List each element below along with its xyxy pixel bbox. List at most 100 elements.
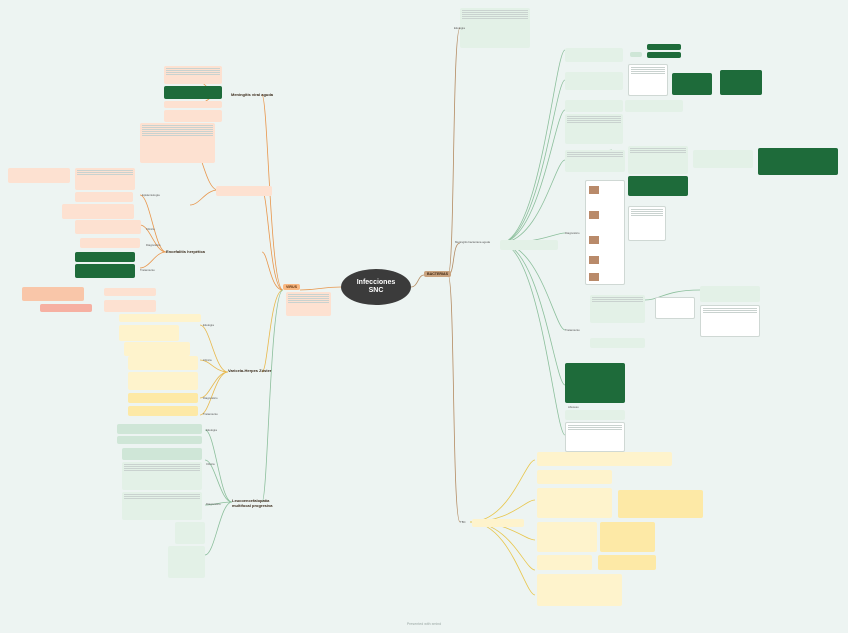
herpes-dx-note (75, 220, 141, 234)
mba-table-2 (672, 73, 712, 95)
tbc-note-8 (598, 555, 656, 570)
herpes-extra-note (104, 288, 156, 296)
mba-tag-3 (647, 52, 681, 58)
tbc-note-9 (537, 574, 622, 606)
mba-note-1 (565, 48, 623, 62)
lmp-note-1 (117, 424, 202, 434)
tbc-note-4 (618, 490, 703, 518)
branch-bacterias[interactable]: BACTERIAS (424, 271, 451, 277)
branch-virus[interactable]: VIRUS (283, 284, 300, 290)
meningitis-note-2 (164, 86, 222, 99)
mba-dx-table (628, 206, 666, 241)
label-diagnostico-lmp: Diagnóstico (206, 502, 221, 506)
varicela-note-1 (119, 314, 201, 322)
topic-leucoencefalopatia[interactable]: Leucoencefalopatía multifocal progresiva (232, 498, 272, 508)
image-thumb-1 (589, 186, 599, 194)
tbc-note-7 (537, 555, 592, 570)
mba-note-2 (565, 72, 623, 90)
topic-varicela[interactable]: Varicela-Herpes Zóster (228, 368, 271, 373)
varicela-note-2 (119, 325, 179, 341)
topic-leucoencefalopatia-line2: multifocal progresiva (232, 503, 272, 508)
tbc-note-6 (600, 522, 655, 552)
topic-meningitis-viral[interactable]: Meningitis viral aguda (231, 92, 273, 97)
mba-tag-2 (647, 44, 681, 50)
image-thumb-5 (589, 273, 599, 281)
mba-clinica-note-5 (628, 176, 688, 196)
label-etiologia-varicela: Etiología (203, 323, 214, 327)
label-clinica-lmp: Clínica (206, 462, 215, 466)
herpes-dx-note-2 (80, 238, 140, 248)
herpes-clin-note-2 (62, 204, 134, 219)
mba-tx-note (590, 295, 645, 323)
encefalitis-note-2 (216, 186, 272, 196)
tbc-note-5 (537, 522, 597, 552)
label-diagnostico-bacteria: Diagnóstico (565, 231, 580, 235)
label-tratamiento-herpes: Tratamiento (140, 268, 155, 272)
image-thumb-4 (589, 256, 599, 264)
central-topic[interactable]: Infecciones SNC (341, 269, 411, 305)
topic-absceso[interactable]: Absceso (568, 405, 579, 409)
absceso-note (565, 363, 625, 403)
absceso-table (565, 422, 625, 452)
mba-clinica-note-3 (693, 150, 753, 168)
mba-note-4 (625, 100, 683, 112)
lmp-note-3 (122, 448, 202, 460)
tbc-note-2 (537, 470, 612, 484)
absceso-note-2 (565, 410, 625, 420)
label-diagnostico-herpes: Diagnóstico (146, 243, 161, 247)
mba-tx-table-2 (700, 305, 760, 337)
herpes-epi-note-2 (8, 168, 70, 183)
label-etiologia-bacteria: Etiología (454, 26, 465, 30)
herpes-epi-note (75, 168, 135, 190)
label-clinica-varicela: Clínica (203, 358, 212, 362)
central-topic-line2: SNC (357, 287, 396, 295)
lmp-note-5 (122, 492, 202, 520)
topic-tbc[interactable]: TBC (460, 520, 466, 524)
varicela-note-5 (128, 372, 198, 390)
meningitis-note-3 (164, 101, 222, 108)
label-tratamiento-bacteria: Tratamiento (565, 328, 580, 332)
mba-table-1 (628, 64, 668, 96)
meningitis-note-4 (164, 110, 222, 122)
herpes-clin-note (75, 192, 133, 202)
herpes-warning-note (40, 304, 92, 312)
lmp-note-6 (175, 522, 205, 544)
mba-clinica-note-4 (758, 148, 838, 175)
mba-clinica-note-2 (628, 146, 688, 174)
mba-tag-1 (630, 52, 642, 57)
virus-summary-note (286, 292, 331, 316)
label-tratamiento-varicela: Tratamiento (203, 412, 218, 416)
mba-tx-table (655, 297, 695, 319)
mba-note-3 (565, 100, 623, 112)
tbc-note-3 (537, 488, 612, 518)
herpes-tx-note (75, 252, 135, 262)
varicela-note-4 (128, 356, 198, 370)
mba-summary (500, 240, 558, 250)
lmp-note-4 (122, 462, 202, 490)
label-epidemiologia: Epidemiología (142, 193, 160, 197)
mba-tx-note-3 (590, 338, 645, 348)
varicela-note-3 (124, 342, 190, 356)
mba-note-5 (565, 114, 623, 144)
meningitis-note-1 (164, 66, 222, 84)
topic-meningitis-bacteriana[interactable]: Meningitis bacteriana aguda (455, 240, 490, 244)
varicela-note-7 (128, 406, 198, 416)
label-etiologia-lmp: Etiología (206, 428, 217, 432)
varicela-note-6 (128, 393, 198, 403)
label-diagnostico-varicela: Diagnóstico (203, 396, 218, 400)
bacteria-note-top (460, 8, 530, 48)
image-thumb-3 (589, 236, 599, 244)
image-thumb-2 (589, 211, 599, 219)
mba-table-3 (720, 70, 762, 95)
herpes-tx-note-2 (75, 264, 135, 278)
lmp-note-2 (117, 436, 202, 444)
topic-encefalitis-herpetica[interactable]: Encefalitis herpética (166, 249, 205, 254)
tbc-summary (472, 519, 524, 527)
encefalitis-note-1 (140, 123, 215, 163)
herpes-extra-note-2 (104, 300, 156, 312)
tbc-note-1 (537, 452, 672, 466)
herpes-complication-note (22, 287, 84, 301)
mba-tx-note-2 (700, 286, 760, 302)
mba-dx-images (585, 180, 625, 285)
footer-credit: Presented with xmind (0, 622, 848, 626)
